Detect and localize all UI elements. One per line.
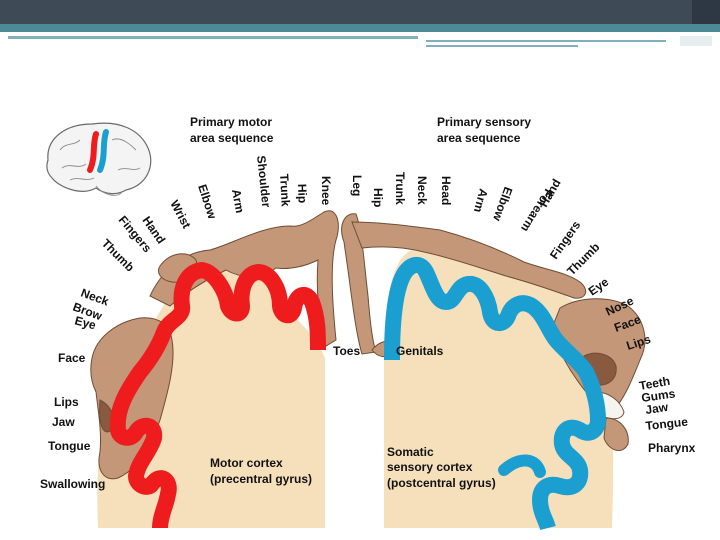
slide-rule: [8, 36, 418, 39]
motor-label-lips: Lips: [54, 395, 79, 409]
sensory-label-head: Head: [439, 176, 453, 205]
motor-label-knee: Knee: [319, 176, 333, 206]
sensory-label-elbow: Elbow: [490, 185, 515, 224]
sensory-heading: Primary sensory area sequence: [437, 115, 534, 145]
motor-label-face: Face: [58, 351, 86, 365]
brain-icon: [46, 122, 152, 196]
sensory-label-genitals: Genitals: [396, 344, 444, 358]
slide-rule: [680, 36, 712, 46]
sensory-label-eye: Eye: [586, 275, 612, 299]
sensory-homunculus: [341, 213, 646, 452]
motor-label-arm: Arm: [229, 188, 247, 214]
motor-label-shoulder: Shoulder: [254, 155, 273, 209]
sensory-label-thumb: Thumb: [564, 240, 602, 278]
motor-label-eye: Eye: [73, 313, 98, 332]
sensory-cortex-band-inner: [498, 454, 546, 478]
motor-cortex-caption: Motor cortex (precentral gyrus): [210, 456, 312, 486]
sensory-label-gums: Gums: [640, 386, 676, 405]
sensory-label-tongue: Tongue: [645, 415, 689, 433]
slide-accent-band: [0, 24, 720, 32]
slide-top-bar: [0, 0, 720, 24]
sensory-label-leg: Leg: [350, 175, 364, 196]
slide-rule: [426, 45, 578, 47]
sensory-label-jaw: Jaw: [644, 400, 669, 417]
motor-label-hip: Hip: [295, 184, 310, 204]
slide-top-bar-accent: [692, 0, 720, 24]
sensory-label-pharynx: Pharynx: [648, 441, 696, 455]
sensory-label-neck: Neck: [415, 176, 429, 205]
motor-heading: Primary motor area sequence: [190, 115, 275, 145]
motor-cortex-band: [109, 262, 326, 529]
sensory-label-teeth: Teeth: [638, 374, 671, 393]
motor-label-toes: Toes: [333, 344, 360, 358]
slide-rule: [426, 40, 666, 42]
sensory-label-hip: Hip: [371, 188, 385, 207]
motor-label-thumb: Thumb: [99, 236, 137, 274]
sensory-cortex-caption: Somatic sensory cortex (postcentral gyru…: [387, 445, 496, 490]
motor-label-jaw: Jaw: [52, 415, 75, 429]
sensory-label-trunk: Trunk: [393, 172, 407, 205]
sensory-cortex-band: [384, 256, 606, 531]
motor-label-elbow: Elbow: [195, 183, 219, 222]
motor-label-tongue: Tongue: [48, 439, 91, 453]
sensory-label-arm: Arm: [471, 187, 491, 214]
motor-label-swallowing: Swallowing: [40, 477, 105, 491]
motor-label-wrist: Wrist: [167, 198, 193, 231]
motor-label-trunk: Trunk: [277, 173, 293, 207]
